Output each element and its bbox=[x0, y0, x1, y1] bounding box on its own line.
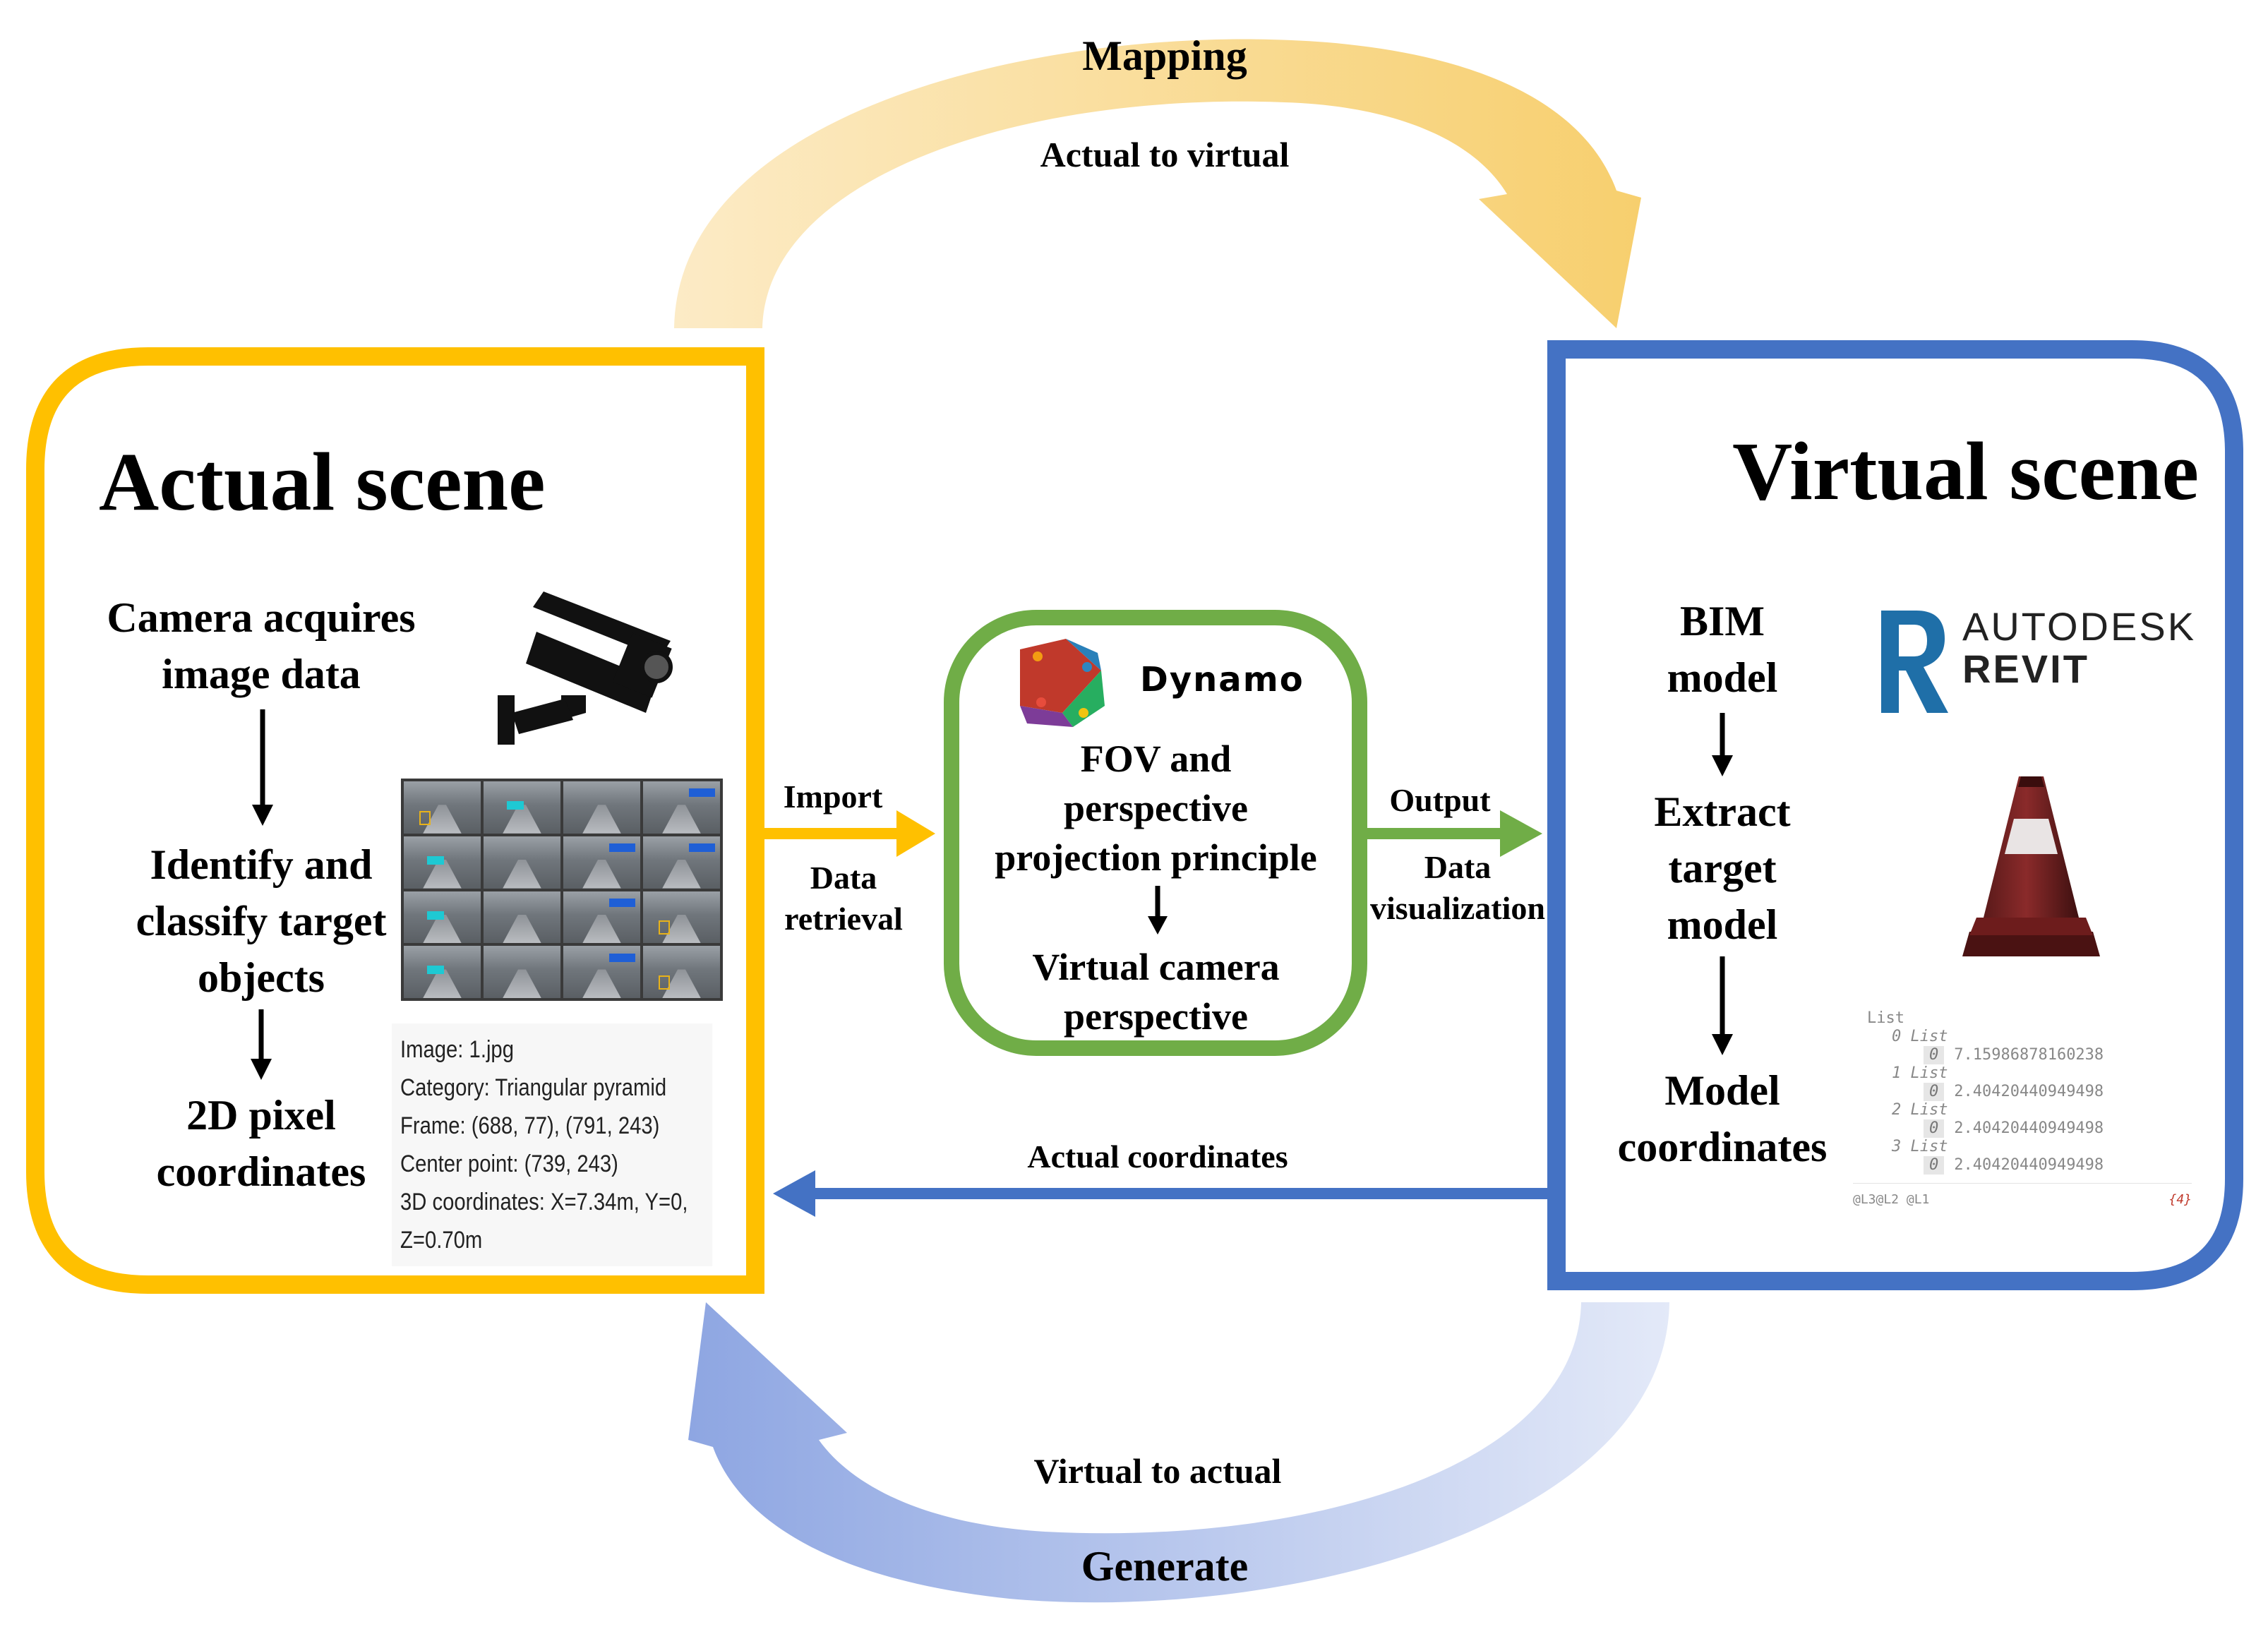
virtual-scene-title: Virtual scene bbox=[1732, 425, 2199, 517]
revit-wordmark-line1: AUTODESK bbox=[1962, 604, 2197, 649]
actual-to-virtual-label: Actual to virtual bbox=[1040, 135, 1290, 174]
import-label: Import bbox=[783, 779, 883, 815]
virtual-step-extract: Extract target model bbox=[1654, 788, 1791, 948]
actual-coordinates-arrow bbox=[773, 1170, 1556, 1217]
import-arrow bbox=[759, 810, 935, 857]
dynamo-step-arrow bbox=[1148, 886, 1168, 935]
data-retrieval-label: Data retrieval bbox=[784, 860, 903, 937]
detection-frame bbox=[643, 781, 720, 834]
detection-frame-coords: Frame: (688, 77), (791, 243) bbox=[400, 1112, 660, 1139]
detection-frame bbox=[404, 836, 481, 889]
actual-scene-title: Actual scene bbox=[99, 435, 546, 528]
virtual-step-arrow-1 bbox=[1712, 713, 1733, 776]
actual-step-2d-pixel: 2D pixel coordinates bbox=[156, 1092, 366, 1195]
detection-frame bbox=[404, 781, 481, 834]
virtual-step-bim: BIM model bbox=[1667, 598, 1778, 701]
virtual-to-actual-label: Virtual to actual bbox=[1033, 1451, 1282, 1491]
output-arrow bbox=[1362, 810, 1542, 857]
detection-3d-coordinates: 3D coordinates: X=7.34m, Y=0, Z=0.70m bbox=[400, 1189, 688, 1254]
dynamo-result: Virtual camera perspective bbox=[1032, 946, 1280, 1038]
detection-center-point: Center point: (739, 243) bbox=[400, 1151, 618, 1177]
actual-step-arrow-2 bbox=[251, 1009, 272, 1080]
dynamo-name: Dynamo bbox=[1140, 660, 1304, 699]
dynamo-logo-icon bbox=[1020, 639, 1105, 727]
detection-frame bbox=[643, 891, 720, 944]
virtual-step-arrow-2 bbox=[1712, 956, 1733, 1055]
detection-frame bbox=[563, 781, 640, 834]
detection-frame bbox=[563, 891, 640, 944]
actual-step-identify: Identify and classify target objects bbox=[136, 841, 387, 1001]
actual-coordinates-label: Actual coordinates bbox=[1027, 1139, 1288, 1175]
detection-info: Image: 1.jpg Category: Triangular pyrami… bbox=[392, 1023, 713, 1266]
cctv-camera-icon bbox=[498, 591, 673, 745]
list-group: 2 List bbox=[1892, 1101, 1948, 1119]
list-group: 1 List bbox=[1892, 1064, 1948, 1082]
output-label: Output bbox=[1389, 782, 1491, 818]
detection-frame bbox=[404, 891, 481, 944]
list-header: List bbox=[1867, 1009, 1904, 1027]
virtual-step-model-coordinates: Model coordinates bbox=[1617, 1067, 1828, 1170]
list-group: 0 List bbox=[1892, 1028, 1948, 1045]
detection-frame bbox=[484, 781, 560, 834]
detection-image-name: Image: 1.jpg bbox=[400, 1036, 514, 1063]
detection-frame bbox=[563, 836, 640, 889]
detection-frame bbox=[563, 946, 640, 998]
generate-label: Generate bbox=[1081, 1543, 1249, 1590]
actual-step-camera: Camera acquires image data bbox=[107, 594, 416, 697]
dynamo-principle: FOV and perspective projection principle bbox=[995, 738, 1317, 879]
list-footer: @L3@L2 @L1 {4} bbox=[1853, 1183, 2192, 1212]
traffic-cone-icon bbox=[1962, 776, 2100, 956]
data-visualization-label: Data visualization bbox=[1370, 849, 1545, 926]
generate-arc bbox=[688, 1302, 1669, 1603]
mapping-label: Mapping bbox=[1082, 32, 1247, 79]
detection-frame bbox=[484, 891, 560, 944]
revit-logo-icon bbox=[1881, 611, 1948, 713]
detection-frame bbox=[643, 836, 720, 889]
detection-category: Category: Triangular pyramid bbox=[400, 1074, 667, 1101]
detection-frame bbox=[643, 946, 720, 998]
list-group: 3 List bbox=[1892, 1138, 1948, 1155]
mapping-arc bbox=[674, 39, 1641, 328]
detection-frame bbox=[404, 946, 481, 998]
revit-wordmark-line2: REVIT bbox=[1962, 647, 2089, 691]
actual-step-arrow-1 bbox=[252, 709, 273, 826]
list-footer-levels: @L3@L2 @L1 bbox=[1853, 1192, 1930, 1207]
detection-frame bbox=[484, 836, 560, 889]
list-footer-count: {4} bbox=[2168, 1192, 2192, 1207]
detection-image-grid bbox=[401, 779, 723, 1001]
detection-frame bbox=[484, 946, 560, 998]
